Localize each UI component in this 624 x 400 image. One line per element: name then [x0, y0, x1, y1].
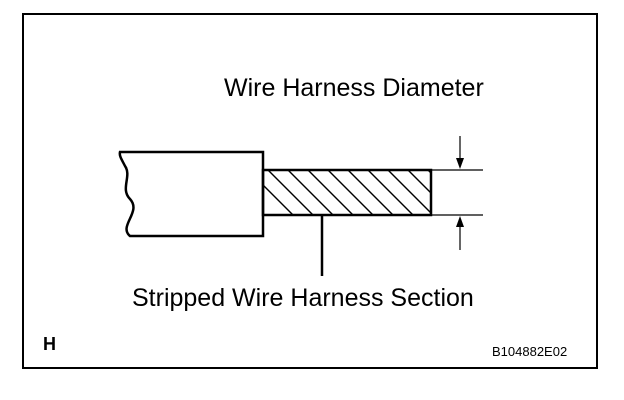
insulated-wire-body	[118, 150, 265, 238]
stripped-conductor	[261, 168, 433, 217]
corner-mark-label: H	[43, 334, 56, 354]
wire-harness-diameter-label: Wire Harness Diameter	[224, 74, 484, 102]
stripped-section-label: Stripped Wire Harness Section	[132, 284, 474, 312]
diagram-frame	[22, 13, 598, 369]
diameter-arrow-bottom	[456, 216, 464, 250]
figure-code-label: B104882E02	[492, 344, 568, 359]
diameter-arrow-top	[456, 136, 464, 169]
